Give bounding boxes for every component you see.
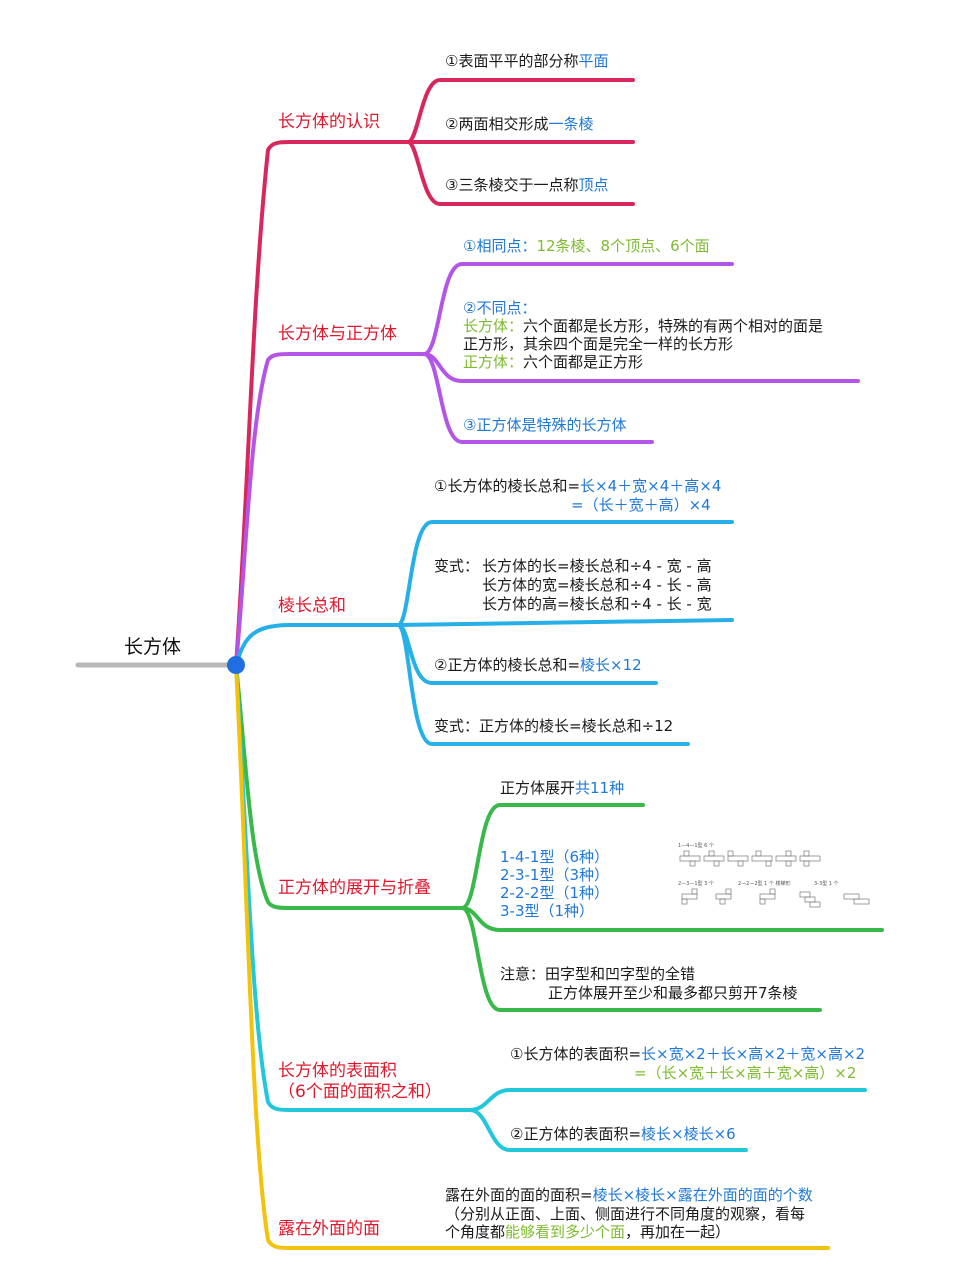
topic-surface-area-sub: （6个面的面积之和）: [278, 1082, 442, 1102]
recognition-item-1: ①表面平平的部分称平面: [445, 52, 609, 70]
branch-green-lines: [234, 663, 884, 1012]
cube-edge-variant: 变式：正方体的棱长=棱长总和÷12: [434, 717, 674, 735]
cuboid-surface-formula-line2: =（长×宽＋长×高＋宽×高）×2: [634, 1064, 857, 1082]
cube-net-illustration: 1—4—1型 6 个 2—3—1型 3 个 2—2—2型 1 个 楼梯形 3-3…: [676, 842, 872, 914]
root-node-dot: [227, 656, 245, 674]
net-type-33: 3-3型（1种）: [500, 902, 595, 920]
branch-purple-lines: [234, 262, 860, 667]
topic-cuboid-recognition: 长方体的认识: [278, 112, 380, 132]
net-sketches: [679, 850, 870, 908]
cube-special-cuboid: ③正方体是特殊的长方体: [463, 416, 627, 434]
variant-label: 变式：: [434, 557, 480, 575]
topic-edge-sum: 棱长总和: [278, 596, 346, 616]
diff-cube: 正方体：六个面都是正方形: [463, 353, 644, 371]
topic-surface-area: 长方体的表面积: [278, 1061, 397, 1081]
variant-length: 长方体的长=棱长总和÷4 - 宽 - 高: [482, 557, 712, 575]
net-caption-141: 1—4—1型 6 个: [678, 843, 714, 849]
root-label: 长方体: [124, 636, 182, 658]
net-type-222: 2-2-2型（1种）: [500, 884, 609, 902]
cuboid-surface-formula: ①长方体的表面积=长×宽×2＋长×高×2＋宽×高×2: [510, 1045, 866, 1063]
net-caption-222: 2—2—2型 1 个 楼梯形: [738, 881, 791, 887]
recognition-item-3: ③三条棱交于一点称顶点: [445, 176, 609, 194]
topic-exposed-faces: 露在外面的面: [278, 1219, 380, 1239]
cube-surface-formula: ②正方体的表面积=棱长×棱长×6: [510, 1125, 736, 1143]
diff-cuboid-line1: 长方体：六个面都是长方形，特殊的有两个相对的面是: [463, 317, 824, 335]
diff-cuboid-line2: 正方形，其余四个面是完全一样的长方形: [463, 335, 734, 353]
net-caption-33: 3-3型 1 个: [814, 881, 839, 887]
cuboid-edge-sum-formula: ①长方体的棱长总和=长×4＋宽×4＋高×4: [434, 477, 722, 495]
net-note-2: 正方体展开至少和最多都只剪开7条棱: [548, 984, 798, 1002]
branch-blue-lines: [234, 520, 734, 746]
cuboid-edge-sum-formula-line2: =（长＋宽＋高）×4: [571, 496, 711, 514]
exposed-note-line1: （分别从正面、上面、侧面进行不同角度的观察，看每: [445, 1205, 806, 1223]
net-total: 正方体展开共11种: [500, 779, 625, 797]
recognition-item-2: ②两面相交形成一条棱: [445, 115, 594, 133]
cube-edge-sum-formula: ②正方体的棱长总和=棱长×12: [434, 656, 642, 674]
topic-cuboid-vs-cube: 长方体与正方体: [278, 324, 397, 344]
exposed-formula: 露在外面的面的面积=棱长×棱长×露在外面的面的个数: [445, 1186, 813, 1204]
variant-height: 长方体的高=棱长总和÷4 - 长 - 宽: [482, 595, 712, 613]
variant-width: 长方体的宽=棱长总和÷4 - 长 - 高: [482, 576, 712, 594]
topic-cube-net: 正方体的展开与折叠: [278, 878, 431, 898]
net-note-1: 注意：田字型和凹字型的全错: [500, 965, 696, 983]
diff-head: ②不同点：: [463, 299, 537, 317]
net-type-141: 1-4-1型（6种）: [500, 848, 609, 866]
branch-yellow-lines: [234, 663, 830, 1250]
net-caption-231: 2—3—1型 3 个: [678, 881, 714, 887]
same-points: ①相同点：12条棱、8个顶点、6个面: [463, 237, 710, 255]
net-type-231: 2-3-1型（3种）: [500, 866, 609, 884]
exposed-note-line2: 个角度都能够看到多少个面，再加在一起）: [445, 1223, 731, 1241]
